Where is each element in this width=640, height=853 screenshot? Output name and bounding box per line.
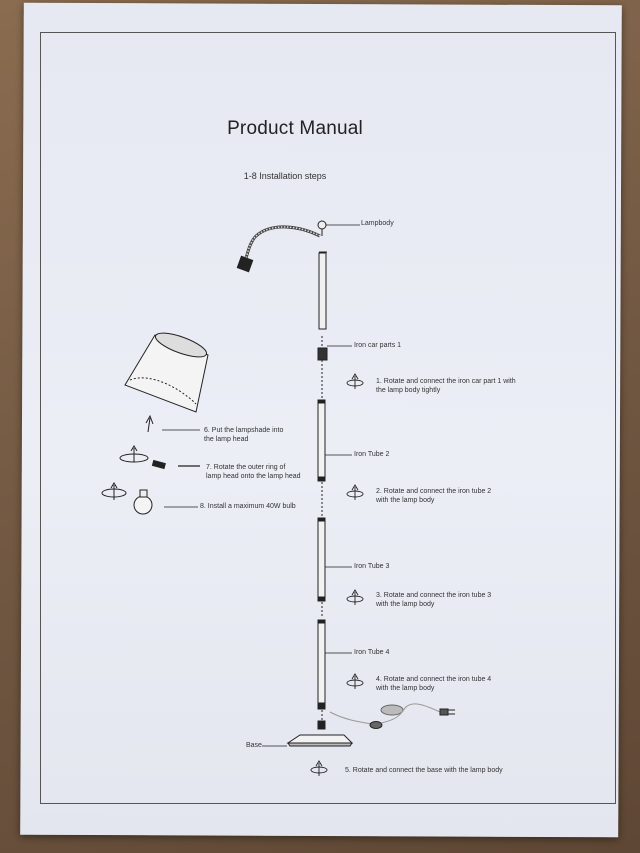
step-2-instruction: 2. Rotate and connect the iron tube 2 wi… xyxy=(376,487,491,505)
step-5-instruction: 5. Rotate and connect the base with the … xyxy=(345,766,503,775)
iron-tube-2-illustration xyxy=(317,399,352,516)
rotate-icon-step2 xyxy=(346,484,364,500)
iron-tube-3-illustration xyxy=(317,517,352,618)
step-1-line-2: the lamp body tightly xyxy=(376,387,441,394)
lamp-head-ring-illustration xyxy=(119,445,200,470)
step-6-line-1: 6. Put the lampshade into xyxy=(204,427,284,434)
step-3-line-2: with the lamp body xyxy=(376,601,435,608)
step-4-instruction: 4. Rotate and connect the iron tube 4 wi… xyxy=(376,675,491,693)
label-lampbody: Lampbody xyxy=(361,220,394,227)
step-2-line-1: 2. Rotate and connect the iron tube 2 xyxy=(376,488,492,495)
step-7-line-2: lamp head onto the lamp head xyxy=(206,473,301,480)
step-1-instruction: 1. Rotate and connect the iron car part … xyxy=(376,377,516,395)
step-1-line-1: 1. Rotate and connect the iron car part … xyxy=(376,378,516,385)
lampshade-illustration xyxy=(124,332,209,433)
bulb-illustration xyxy=(101,482,198,515)
label-base: Base xyxy=(246,742,262,749)
step-6-line-2: the lamp head xyxy=(204,436,249,443)
label-iron-car-parts-1: Iron car parts 1 xyxy=(354,342,402,349)
step-3-line-1: 3. Rotate and connect the iron tube 3 xyxy=(376,592,492,599)
page-border xyxy=(40,32,616,804)
label-iron-tube-4: Iron Tube 4 xyxy=(354,649,390,656)
rotate-icon-step3 xyxy=(346,589,364,605)
iron-tube-4-illustration xyxy=(317,619,352,720)
step-8-instruction: 8. Install a maximum 40W bulb xyxy=(200,502,296,511)
document-subtitle: 1-8 Installation steps xyxy=(243,171,327,181)
step-6-instruction: 6. Put the lampshade into the lamp head xyxy=(204,426,283,444)
step-5-line-1: 5. Rotate and connect the base with the … xyxy=(345,767,503,774)
base-illustration xyxy=(262,703,455,747)
label-iron-tube-3: Iron Tube 3 xyxy=(354,563,390,570)
label-iron-tube-2: Iron Tube 2 xyxy=(354,451,390,458)
step-8-line-1: 8. Install a maximum 40W bulb xyxy=(200,503,296,510)
rotate-icon-step1 xyxy=(346,373,364,389)
step-4-line-1: 4. Rotate and connect the iron tube 4 xyxy=(376,676,492,683)
step-2-line-2: with the lamp body xyxy=(376,497,435,504)
rotate-icon-step4 xyxy=(346,673,364,689)
rotate-icon-step5 xyxy=(310,760,328,776)
step-7-line-1: 7. Rotate the outer ring of xyxy=(206,464,286,471)
step-4-line-2: with the lamp body xyxy=(376,685,435,692)
lamp-body-illustration xyxy=(236,220,360,330)
iron-car-part-illustration xyxy=(317,336,352,398)
step-3-instruction: 3. Rotate and connect the iron tube 3 wi… xyxy=(376,591,491,609)
step-7-instruction: 7. Rotate the outer ring of lamp head on… xyxy=(206,463,301,481)
document-title: Product Manual xyxy=(227,118,363,139)
